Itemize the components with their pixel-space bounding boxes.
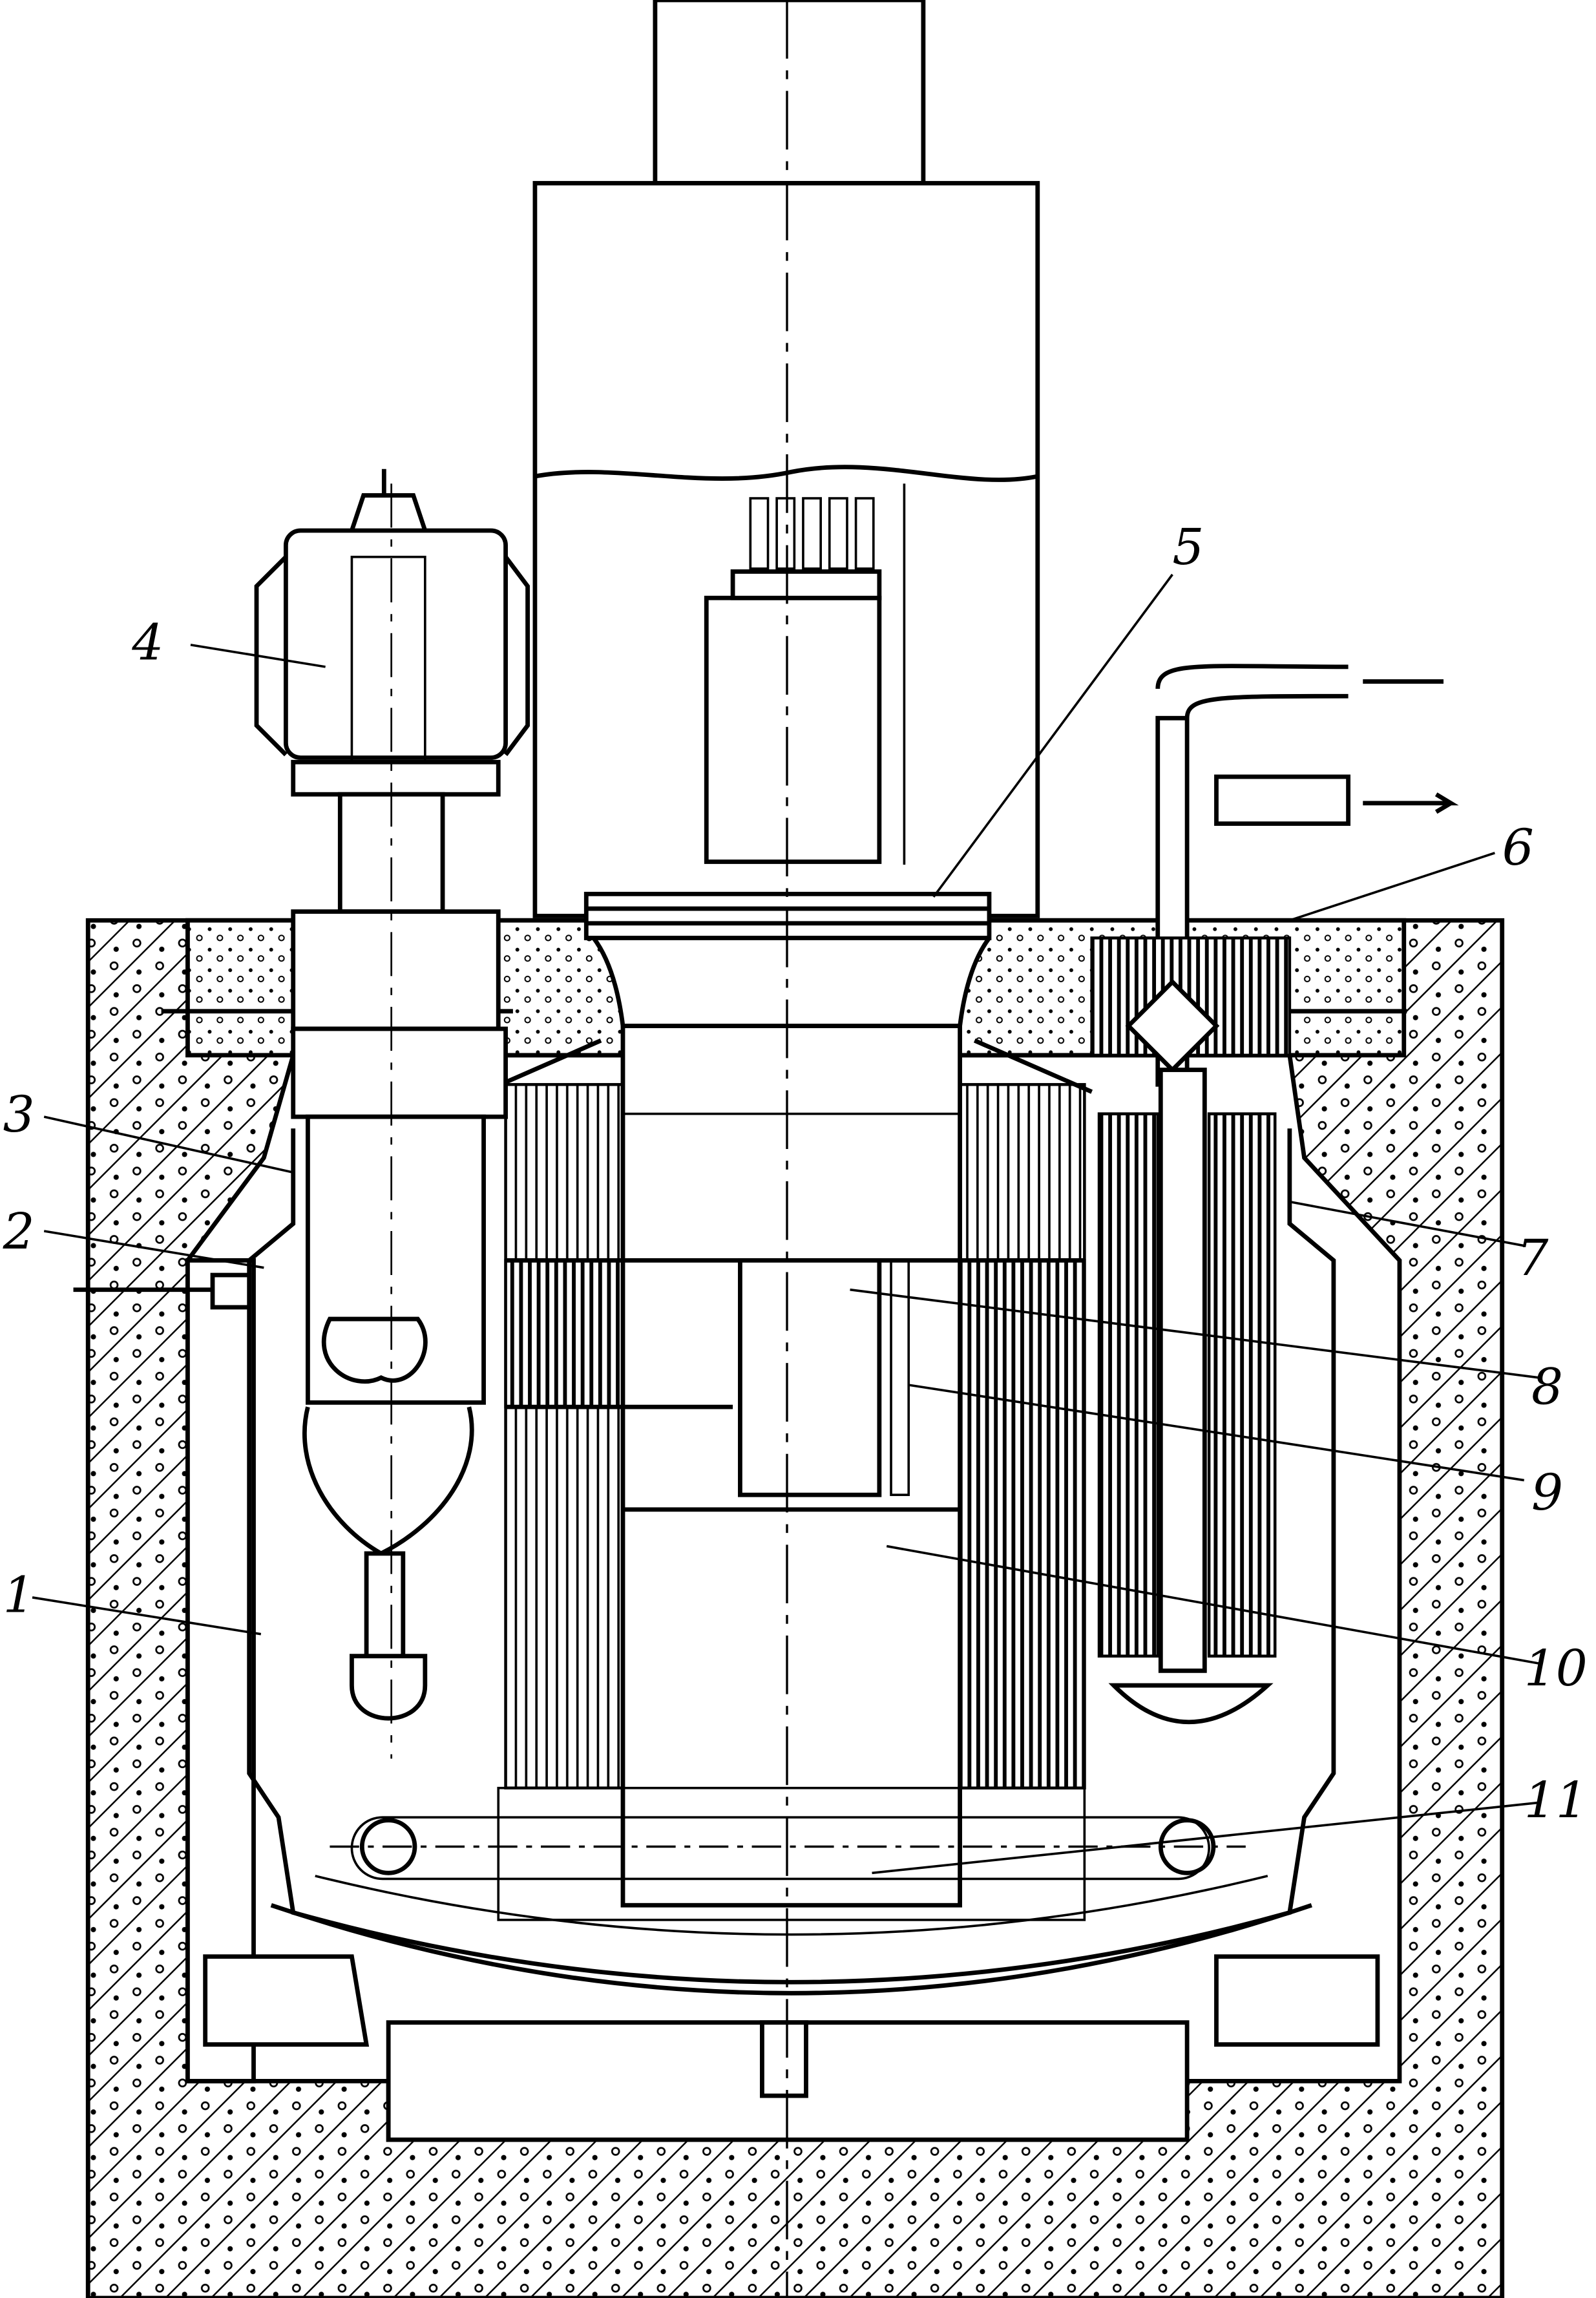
heat-exchanger xyxy=(1090,664,1459,1725)
label-10: 10 xyxy=(1524,1639,1588,1698)
label-3: 3 xyxy=(3,1086,35,1144)
reactor-core xyxy=(483,891,1093,1921)
label-4: 4 xyxy=(131,614,163,672)
label-6: 6 xyxy=(1502,819,1534,877)
label-2: 2 xyxy=(3,1203,35,1261)
circulation-pump xyxy=(254,469,530,1721)
label-11: 11 xyxy=(1524,1771,1588,1829)
label-7: 7 xyxy=(1517,1229,1548,1287)
label-5: 5 xyxy=(1172,518,1204,576)
leader-lines xyxy=(32,573,1539,1875)
label-8: 8 xyxy=(1531,1358,1563,1417)
inlet-pipes xyxy=(330,1816,1246,1881)
label-9: 9 xyxy=(1531,1464,1563,1522)
label-1: 1 xyxy=(3,1566,35,1625)
